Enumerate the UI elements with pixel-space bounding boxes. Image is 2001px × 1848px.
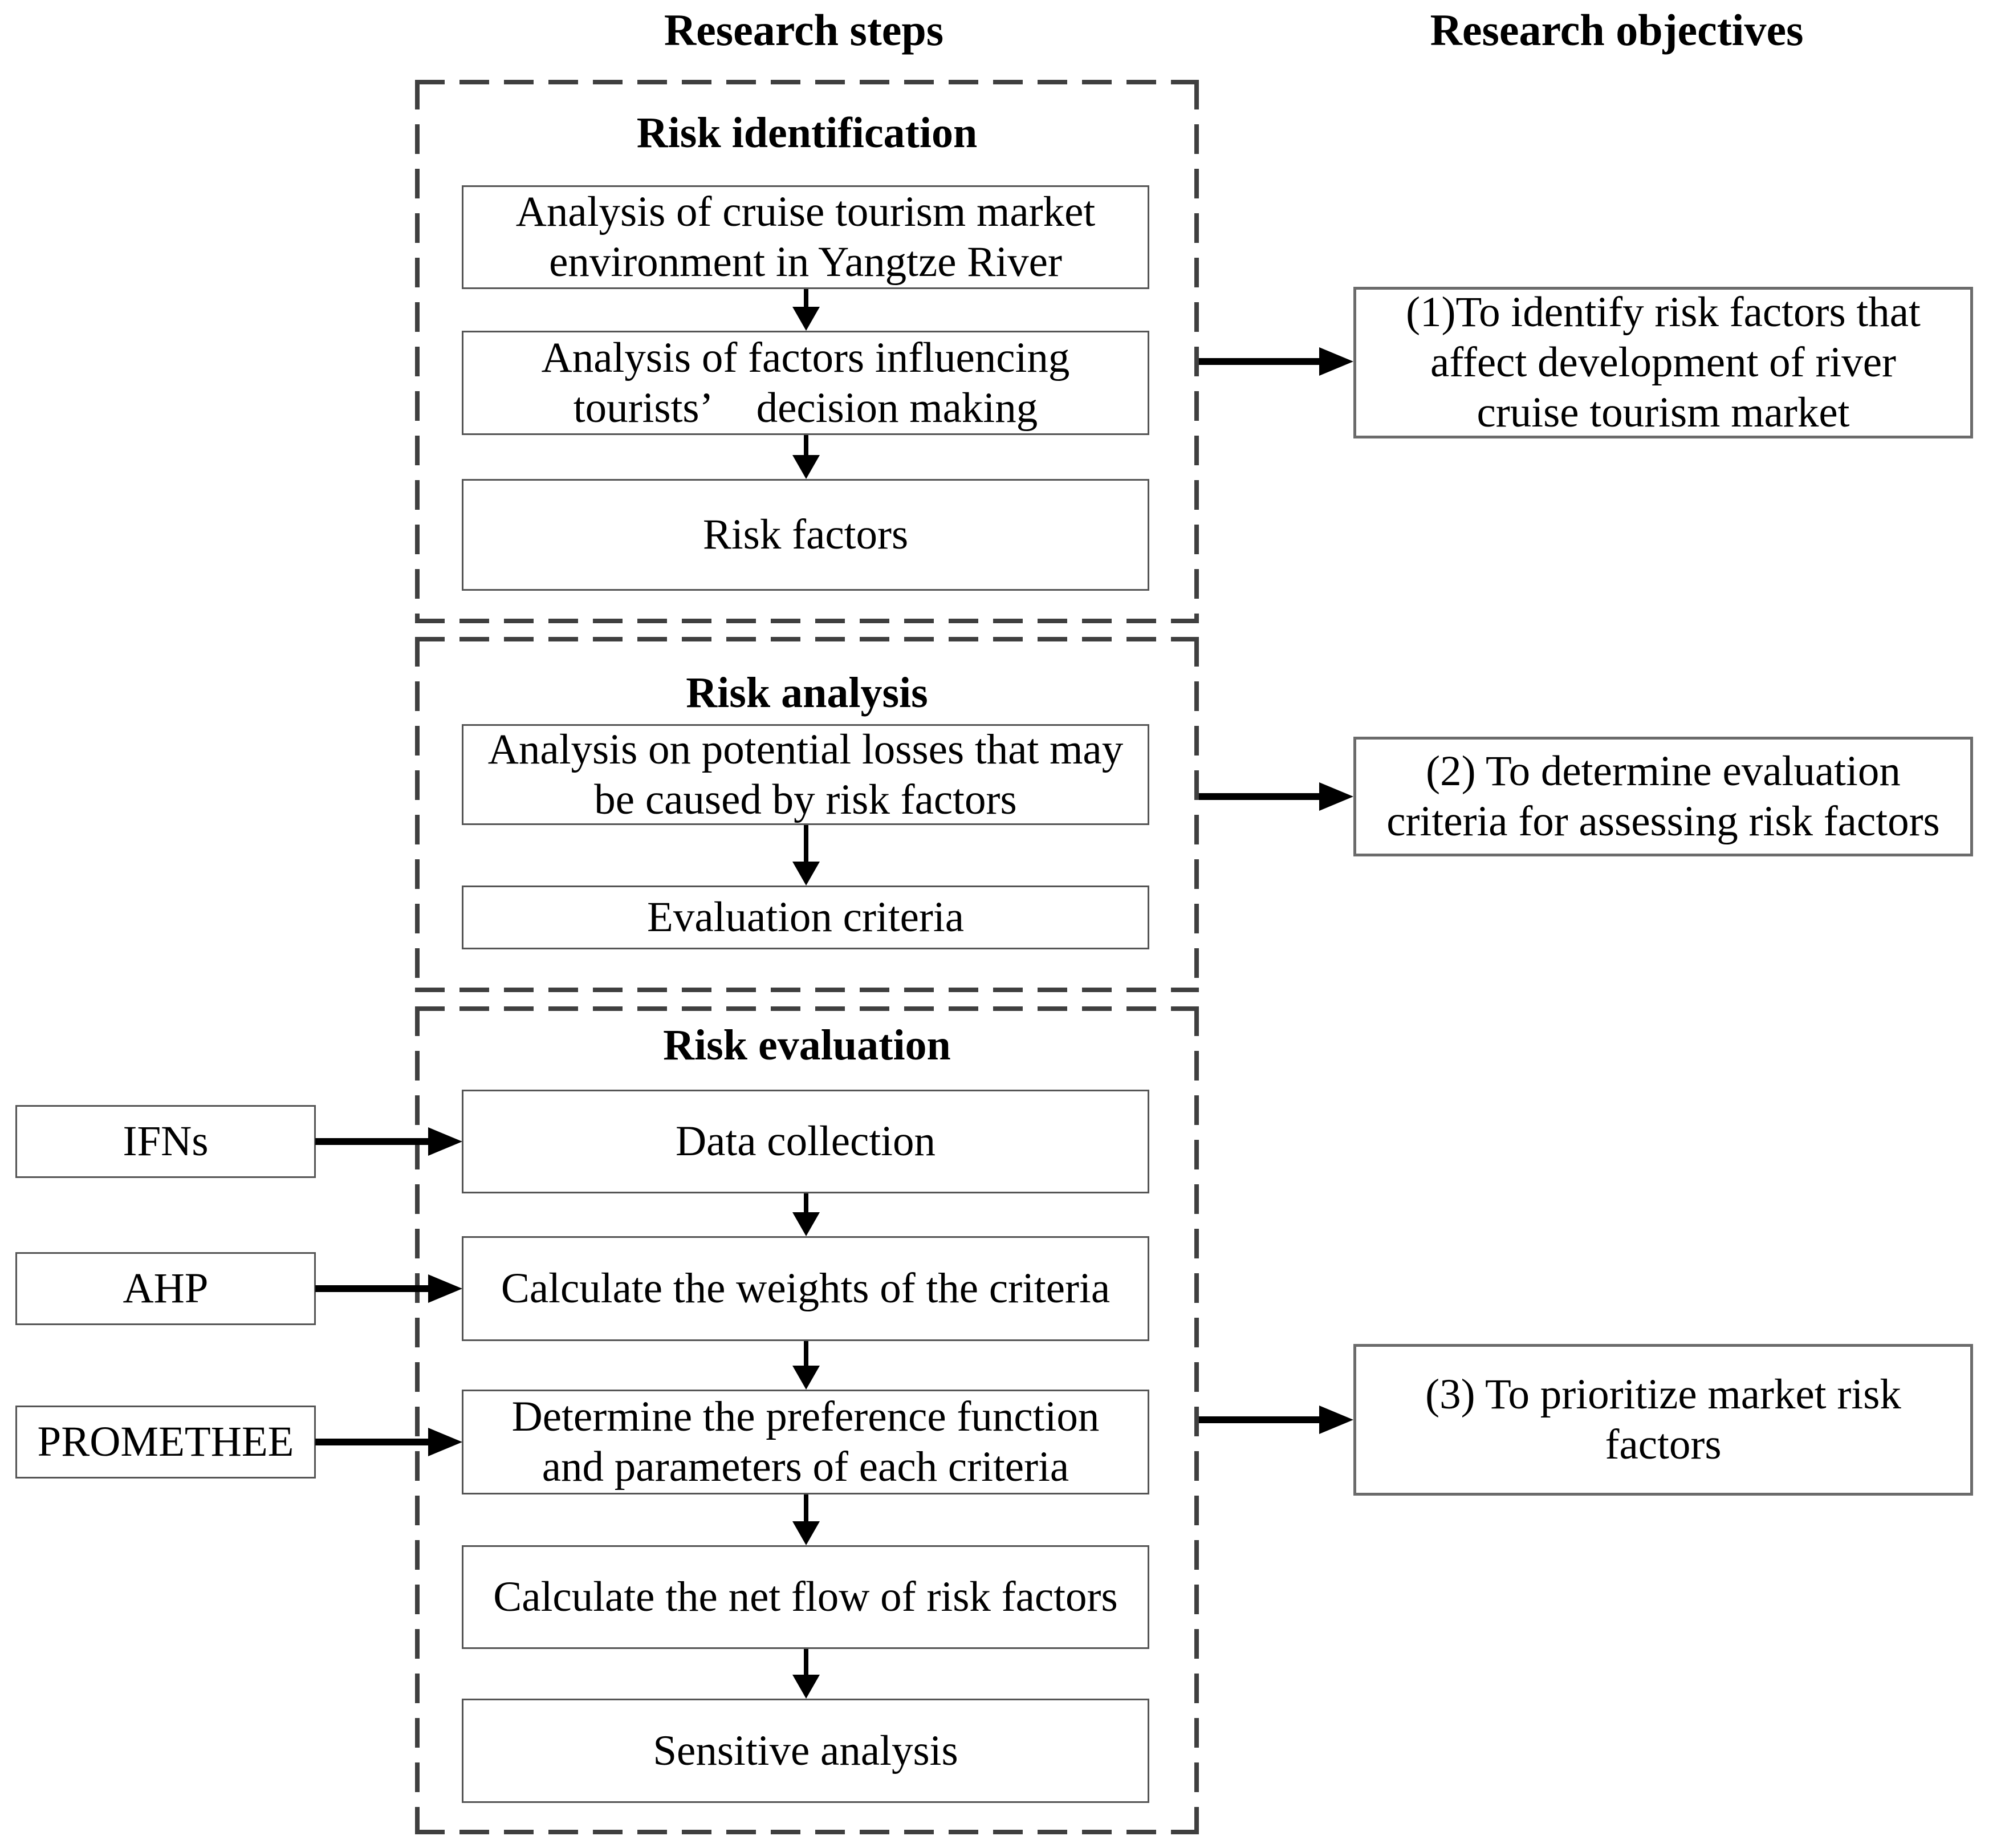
arrow-head-icon — [792, 1521, 820, 1545]
objective-box-3: (3) To prioritize market risk factors — [1353, 1344, 1973, 1496]
arrow-evaluation-to-objective3-icon — [1199, 1406, 1353, 1434]
arrow-head-icon — [792, 455, 820, 479]
step-evaluation-criteria: Evaluation criteria — [462, 886, 1149, 949]
arrow-head-icon — [1319, 347, 1353, 376]
objective-box-1: (1)To identify risk factors that affect … — [1353, 287, 1973, 438]
step-net-flow: Calculate the net flow of risk factors — [462, 1545, 1149, 1649]
arrow-losses-to-criteria-icon — [792, 825, 820, 886]
arrow-head-icon — [792, 862, 820, 886]
method-box-promethee: PROMETHEE — [15, 1406, 316, 1479]
arrow-head-icon — [792, 307, 820, 331]
objective-box-2: (2) To determine evaluation criteria for… — [1353, 737, 1973, 856]
column-header-research-objectives: Research objectives — [1430, 5, 1804, 55]
arrow-shaft — [804, 289, 808, 307]
method-box-ifns: IFNs — [15, 1105, 316, 1178]
arrow-netflow-to-sensitive-icon — [792, 1649, 820, 1699]
arrow-shaft — [804, 1494, 808, 1521]
arrow-shaft — [1199, 1416, 1320, 1423]
step-tourist-decision-factors: Analysis of factors influencing tourists… — [462, 331, 1149, 435]
arrow-head-icon — [792, 1212, 820, 1236]
method-box-ahp: AHP — [15, 1252, 316, 1325]
arrow-shaft — [1199, 358, 1320, 365]
arrow-head-icon — [428, 1127, 462, 1156]
step-risk-factors: Risk factors — [462, 479, 1149, 591]
arrow-shaft — [804, 1193, 808, 1212]
section-title-risk-evaluation: Risk evaluation — [663, 1021, 951, 1069]
step-potential-losses-analysis: Analysis on potential losses that may be… — [462, 724, 1149, 825]
arrow-head-icon — [792, 1675, 820, 1699]
arrow-shaft — [315, 1439, 429, 1445]
arrow-promethee-to-preference-icon — [315, 1428, 462, 1456]
column-header-research-steps: Research steps — [664, 5, 944, 55]
arrow-shaft — [804, 1341, 808, 1366]
arrow-analysis-to-objective2-icon — [1199, 782, 1353, 811]
step-calculate-weights: Calculate the weights of the criteria — [462, 1236, 1149, 1341]
section-title-risk-analysis: Risk analysis — [686, 669, 928, 717]
step-sensitive-analysis: Sensitive analysis — [462, 1699, 1149, 1803]
arrow-ifns-to-data-collection-icon — [315, 1127, 462, 1156]
arrow-head-icon — [428, 1428, 462, 1456]
arrow-factors-to-riskfactors-icon — [792, 435, 820, 479]
arrow-shaft — [804, 435, 808, 455]
arrow-identification-to-objective1-icon — [1199, 347, 1353, 376]
arrow-head-icon — [1319, 782, 1353, 811]
step-data-collection: Data collection — [462, 1090, 1149, 1193]
arrow-shaft — [1199, 793, 1320, 800]
arrow-data-to-weights-icon — [792, 1193, 820, 1236]
arrow-head-icon — [428, 1274, 462, 1303]
arrow-shaft — [315, 1285, 429, 1292]
arrow-environment-to-factors-icon — [792, 289, 820, 331]
step-market-environment-analysis: Analysis of cruise tourism market enviro… — [462, 185, 1149, 289]
arrow-ahp-to-weights-icon — [315, 1274, 462, 1303]
arrow-shaft — [315, 1138, 429, 1145]
step-preference-function: Determine the preference function and pa… — [462, 1390, 1149, 1494]
arrow-head-icon — [1319, 1406, 1353, 1434]
section-title-risk-identification: Risk identification — [636, 109, 978, 157]
arrow-head-icon — [792, 1366, 820, 1390]
arrow-shaft — [804, 825, 808, 862]
arrow-preference-to-netflow-icon — [792, 1494, 820, 1545]
arrow-weights-to-preference-icon — [792, 1341, 820, 1390]
arrow-shaft — [804, 1649, 808, 1675]
